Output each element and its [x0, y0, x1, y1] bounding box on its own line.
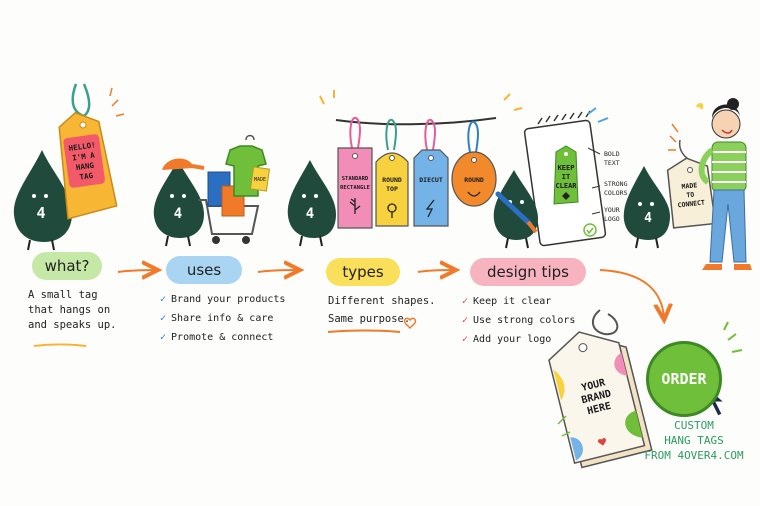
order-cta[interactable]: CUSTOM HANG TAGS FROM 4OVER4.COM: [634, 418, 754, 463]
what-line: and speaks up.: [28, 319, 117, 331]
svg-text:4: 4: [36, 204, 45, 222]
mascot-types: 4: [287, 160, 336, 247]
check-icon: ✓: [462, 296, 469, 307]
types-line: Different shapes.: [328, 295, 436, 307]
check-icon: ✓: [160, 294, 167, 305]
tag-text: TOP: [386, 185, 398, 193]
tag-type-3: DIECUT: [413, 118, 449, 227]
what-line: that hangs on: [28, 304, 111, 316]
tag-text: RECTANGLE: [340, 185, 370, 191]
smile-icon: [467, 191, 481, 197]
stage-label-types: types: [326, 258, 400, 286]
list-item: ✓Add your logo: [462, 334, 552, 345]
cta-line: CUSTOM: [674, 419, 714, 432]
leaf-icon: [349, 198, 361, 214]
tag-text: ROUND: [382, 176, 402, 184]
design-tips-list: ✓Keep it clear ✓Use strong colors ✓Add y…: [462, 292, 575, 349]
list-item: ✓Keep it clear: [462, 296, 552, 307]
tag-text: ROUND: [464, 176, 484, 184]
tag-text: HELLO!: [68, 140, 96, 153]
tag-text: CLEAR: [555, 182, 577, 190]
types-line: Same purpose.: [328, 313, 411, 325]
list-item: ✓Promote & connect: [160, 332, 274, 343]
cta-line: HANG TAGS: [664, 434, 724, 447]
flower-icon: [387, 203, 397, 218]
heart-icon: [403, 317, 417, 330]
stage-label-what: what?: [32, 252, 102, 280]
bolt-icon: [425, 199, 435, 218]
stage-label-design-tips: design tips: [470, 258, 586, 286]
check-icon: ✓: [462, 334, 469, 345]
design-note: LOGO: [604, 215, 620, 223]
arrow-tips-order: [599, 269, 664, 318]
tag-text: I'M A: [72, 150, 96, 162]
svg-text:4: 4: [174, 206, 182, 222]
tag-text: HANG: [75, 161, 95, 172]
mascot-uses: 4: [153, 158, 205, 247]
order-button[interactable]: ORDER: [646, 341, 722, 417]
arrow-what-uses: [117, 270, 156, 272]
arrow-uses-types: [257, 270, 298, 272]
list-item: ✓Share info & care: [160, 313, 274, 324]
check-icon: ✓: [160, 313, 167, 324]
order-sparks: [723, 321, 743, 353]
stage-label-uses: uses: [166, 256, 242, 284]
tag-text: MADE: [681, 181, 697, 191]
design-note: COLORS: [604, 189, 628, 197]
tag-text: CONNECT: [677, 199, 705, 210]
mascot-design: [493, 170, 538, 249]
mascot-connect: 4: [623, 166, 670, 249]
check-icon: ✓: [462, 315, 469, 326]
uses-list: ✓Brand your products ✓Share info & care …: [160, 290, 285, 347]
svg-text:MADE: MADE: [254, 177, 266, 183]
underline-what: [33, 343, 87, 347]
underline-types: [327, 329, 401, 333]
tag-text: TAG: [79, 171, 94, 182]
list-item: ✓Brand your products: [160, 294, 286, 305]
svg-text:4: 4: [644, 211, 652, 226]
tag-text: IT: [562, 173, 570, 181]
tag-text: KEEP: [558, 164, 575, 172]
svg-text:4: 4: [306, 206, 314, 222]
tag-text: STANDARD: [342, 176, 369, 182]
what-description: A small tag that hangs on and speaks up.: [28, 288, 118, 333]
tag-type-4: ROUND: [451, 120, 497, 207]
check-icon: ✓: [160, 332, 167, 343]
arrow-types-tips: [417, 270, 454, 272]
tag-line: [319, 90, 523, 126]
cta-line: FROM 4OVER4.COM: [644, 449, 744, 462]
tag-text: TO: [686, 191, 695, 200]
list-item: ✓Use strong colors: [462, 315, 576, 326]
tag-text: DIECUT: [419, 176, 443, 184]
types-description: Different shapes. Same purpose.: [328, 294, 438, 327]
design-note: TEXT: [604, 159, 620, 167]
design-note: YOUR: [604, 206, 620, 214]
design-note: BOLD: [604, 150, 620, 158]
tag-type-1: STANDARD RECTANGLE: [337, 116, 373, 229]
shopping-cart: MADE: [198, 134, 271, 244]
what-line: A small tag: [28, 289, 98, 301]
design-note: STRONG: [604, 180, 628, 188]
